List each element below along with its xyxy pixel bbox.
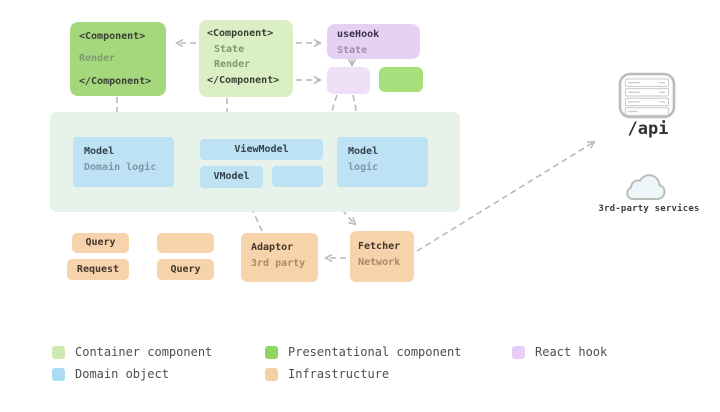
legend-label: Infrastructure <box>288 367 390 381</box>
legend-swatch-domain <box>52 367 65 381</box>
small-presentational-box <box>379 67 423 92</box>
legend-label: React hook <box>535 345 608 359</box>
model-title: Model <box>84 146 115 157</box>
container-component-box: <Component> State Render </Component> <box>199 20 293 97</box>
model-domain-logic-box: Model Domain logic <box>73 137 174 187</box>
fetcher-subtitle: Network <box>358 256 401 268</box>
model-subtitle: Domain logic <box>84 161 157 173</box>
component-state-label: State <box>214 43 245 55</box>
legend-react-hook: React hook <box>512 345 607 359</box>
legend-swatch-container <box>52 345 65 359</box>
viewmodel-title: ViewModel <box>234 143 289 155</box>
query-box-top: Query <box>72 233 129 253</box>
hook-instance-box <box>327 67 370 94</box>
legend-swatch-presentational <box>265 345 278 359</box>
presentational-component-box: <Component> Render </Component> <box>70 22 166 96</box>
component-close-tag: </Component> <box>79 75 152 87</box>
usehook-box: useHook State <box>327 24 420 59</box>
fetcher-box: Fetcher Network <box>350 231 414 282</box>
legend-infrastructure: Infrastructure <box>265 367 389 381</box>
request-box: Request <box>67 259 129 280</box>
adaptor-box: Adaptor 3rd party <box>241 233 318 282</box>
query-box-bottom: Query <box>157 259 214 280</box>
cloud-icon <box>626 174 666 200</box>
component-render-label: Render <box>214 59 251 70</box>
model-subtitle: logic <box>348 161 379 173</box>
legend-swatch-infrastructure <box>265 367 278 381</box>
legend-swatch-react-hook <box>512 345 525 359</box>
fetcher-title: Fetcher <box>358 241 401 252</box>
model-title: Model <box>348 146 379 157</box>
vmodel-title: VModel <box>213 171 250 183</box>
legend-container-component: Container component <box>52 345 212 359</box>
empty-infrastructure-box <box>157 233 214 253</box>
adaptor-title: Adaptor <box>251 242 294 253</box>
model-logic-box: Model logic <box>337 137 428 187</box>
component-open-tag: <Component> <box>79 31 146 42</box>
adaptor-subtitle: 3rd party <box>251 257 306 269</box>
legend-domain-object: Domain object <box>52 367 169 381</box>
vmodel-secondary-box <box>272 166 323 187</box>
legend-label: Presentational component <box>288 345 462 359</box>
query-label: Query <box>170 263 201 275</box>
viewmodel-box: ViewModel <box>200 139 323 160</box>
request-label: Request <box>76 263 120 275</box>
usehook-title: useHook <box>337 29 380 40</box>
query-label: Query <box>85 237 116 249</box>
legend-label: Container component <box>75 345 213 359</box>
legend-presentational-component: Presentational component <box>265 345 461 359</box>
component-close-tag: </Component> <box>207 74 280 86</box>
api-label: /api <box>627 119 669 139</box>
legend-label: Domain object <box>75 367 169 381</box>
component-render-label: Render <box>79 53 116 65</box>
third-party-services-label: 3rd-party services <box>598 204 700 214</box>
usehook-state-label: State <box>337 44 368 56</box>
server-icon <box>618 72 676 119</box>
vmodel-box: VModel <box>200 166 263 188</box>
component-open-tag: <Component> <box>207 28 274 39</box>
